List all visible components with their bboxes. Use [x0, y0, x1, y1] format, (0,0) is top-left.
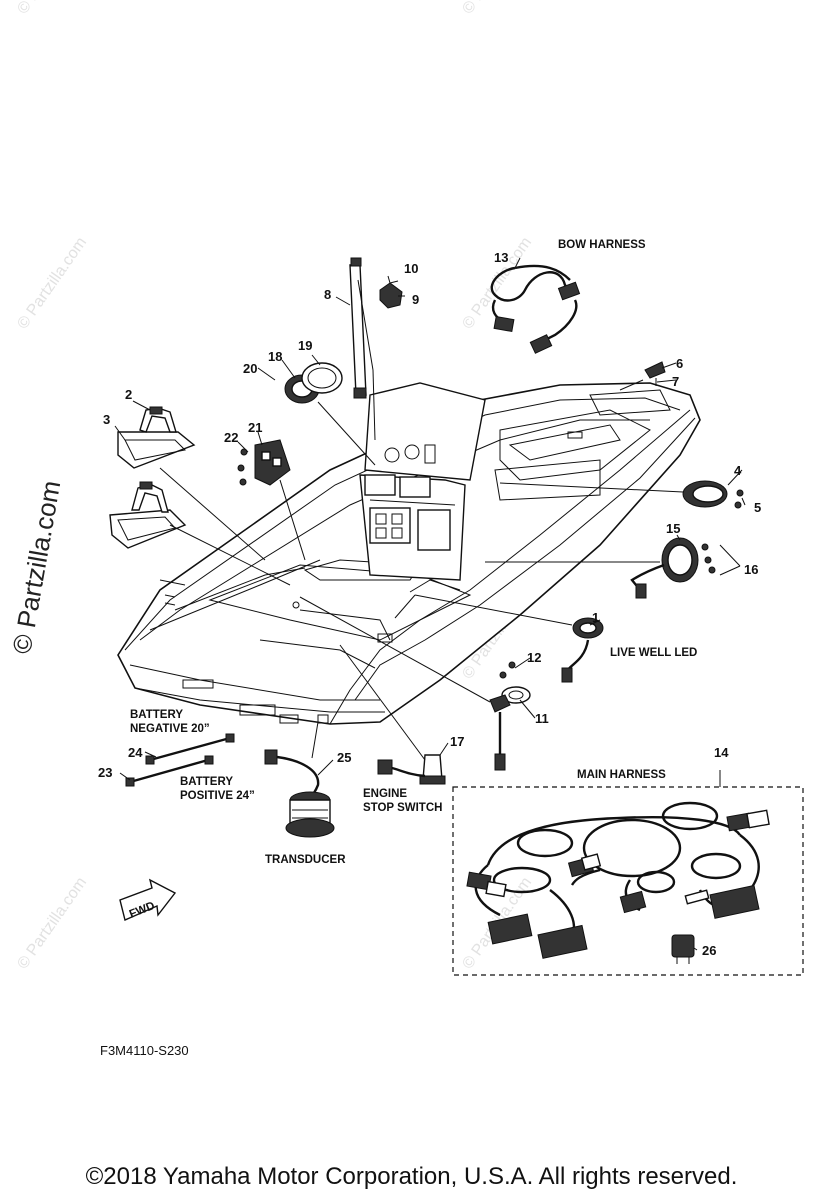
copyright-notice: ©2018 Yamaha Motor Corporation, U.S.A. A…: [85, 1163, 738, 1190]
live-well-led-label: LIVE WELL LED: [610, 647, 697, 659]
callout-6: 6: [676, 356, 683, 371]
cleat-part-6: [644, 361, 666, 386]
watermark-6: © Partzilla.com: [14, 0, 90, 17]
callout-19: 19: [298, 338, 312, 353]
callout-10: 10: [404, 261, 418, 276]
callout-22: 22: [224, 430, 238, 445]
callout-14: 14: [714, 745, 729, 760]
callout-17: 17: [450, 734, 464, 749]
fwd-arrow: FWD: [119, 878, 177, 921]
watermark-4: © Partzilla.com: [14, 874, 90, 972]
battery-cables: [125, 733, 235, 787]
battery-tray-lower: [109, 481, 187, 549]
clip-part-9: [379, 275, 403, 309]
callout-8: 8: [324, 287, 331, 302]
callout-21: 21: [248, 420, 262, 435]
callout-24: 24: [128, 745, 143, 760]
callout-7: 7: [672, 374, 679, 389]
callout-25: 25: [337, 750, 351, 765]
partzilla-side-watermark: © Partzilla.com: [6, 478, 66, 656]
callout-18: 18: [268, 349, 282, 364]
callout-2: 2: [125, 387, 132, 402]
speaker-part-4: [682, 480, 744, 509]
callout-3: 3: [103, 412, 110, 427]
callout-11: 11: [535, 711, 549, 726]
boat-hull: [117, 382, 701, 725]
leader-lines: [114, 257, 746, 951]
callout-16: 16: [744, 562, 758, 577]
battery-negative-label-line2: NEGATIVE 20”: [130, 723, 210, 735]
gauge-part-15: [630, 537, 716, 599]
callout-numbers: 1 2 3 4 5 6 7 8 9 10 11 12 13 14 15 16 1…: [98, 250, 761, 958]
battery-tray-upper: [117, 406, 196, 469]
gasket-19: [301, 362, 343, 394]
battery-positive-label-line1: BATTERY: [180, 776, 233, 788]
battery-negative-label-line1: BATTERY: [130, 709, 183, 721]
callout-5: 5: [754, 500, 761, 515]
live-well-led-part-1: [561, 617, 604, 683]
callout-20: 20: [243, 361, 257, 376]
watermark-7: © Partzilla.com: [459, 0, 535, 17]
engine-stop-label-line2: STOP SWITCH: [363, 802, 442, 814]
engine-stop-switch-part-17: [377, 754, 446, 785]
callout-23: 23: [98, 765, 112, 780]
callout-1: 1: [592, 610, 599, 625]
main-harness-label: MAIN HARNESS: [577, 769, 666, 781]
main-harness-box: [452, 786, 804, 976]
transducer-part-25: [264, 749, 335, 838]
callout-13: 13: [494, 250, 508, 265]
bow-harness-label: BOW HARNESS: [558, 239, 646, 251]
watermark-1: © Partzilla.com: [14, 234, 90, 332]
part-labels: BOW HARNESS LIVE WELL LED MAIN HARNESS B…: [130, 239, 697, 866]
callout-12: 12: [527, 650, 541, 665]
battery-positive-label-line2: POSITIVE 24”: [180, 790, 255, 802]
diagram-code: F3M4110-S230: [100, 1043, 189, 1058]
callout-4: 4: [734, 463, 742, 478]
switch-panel-21: [237, 439, 291, 486]
rod-part-8: [349, 257, 374, 399]
engine-stop-label-line1: ENGINE: [363, 788, 407, 800]
callout-9: 9: [412, 292, 419, 307]
bow-harness-part-13: [490, 264, 581, 354]
callout-15: 15: [666, 521, 680, 536]
transducer-label: TRANSDUCER: [265, 854, 346, 866]
callout-26: 26: [702, 943, 716, 958]
drain-plug-part-11: [489, 661, 531, 771]
